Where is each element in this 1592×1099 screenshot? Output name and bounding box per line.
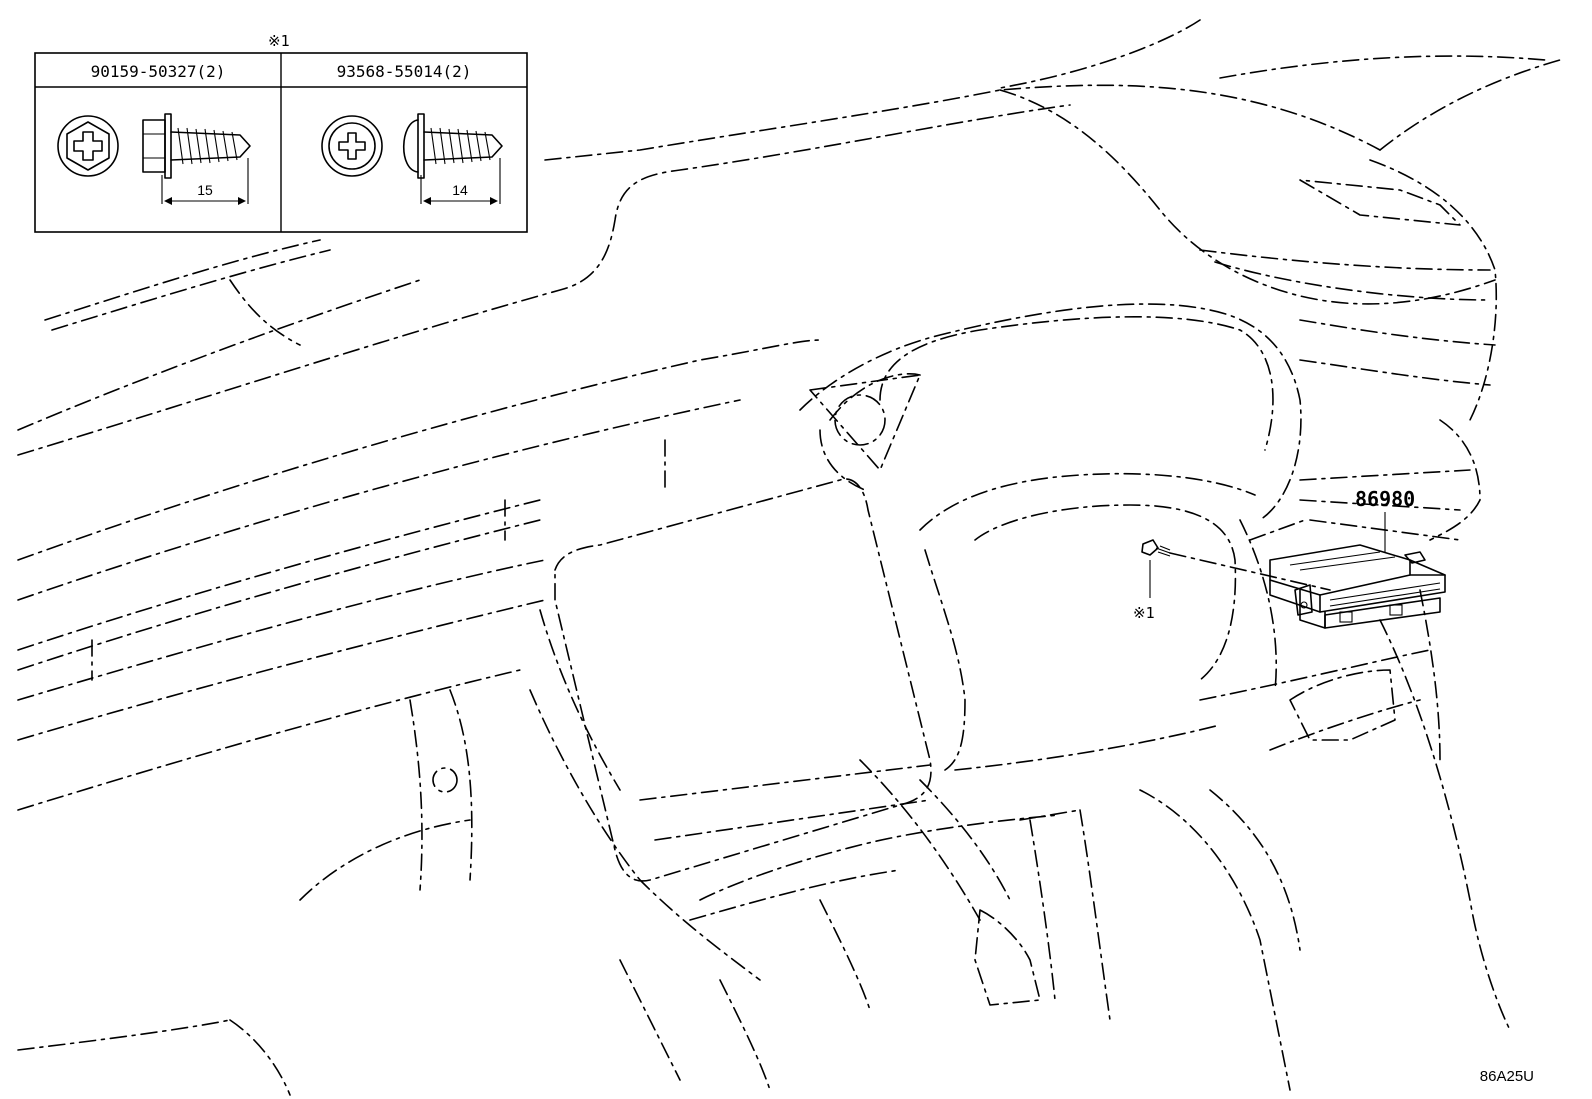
fastener-inset: ※1 90159-50327(2) 93568-55014(2) 15 xyxy=(34,32,528,233)
hex-flange-screw-icon: 15 xyxy=(57,113,251,205)
figure-code: 86A25U xyxy=(1479,1068,1534,1085)
screw-callout: ※1 xyxy=(1133,539,1331,622)
part-number-90159: 90159-50327(2) xyxy=(91,62,226,81)
module-86980 xyxy=(1249,519,1461,629)
dashboard-outline xyxy=(17,19,1561,1096)
inset-note-marker: ※1 xyxy=(268,32,290,50)
round-washer-screw-icon: 14 xyxy=(321,113,503,205)
screw1-length: 15 xyxy=(197,182,213,198)
screw-note-marker: ※1 xyxy=(1133,604,1155,622)
part-number-label: 86980 xyxy=(1355,487,1415,511)
part-number-93568: 93568-55014(2) xyxy=(337,62,472,81)
screw2-length: 14 xyxy=(452,182,468,198)
